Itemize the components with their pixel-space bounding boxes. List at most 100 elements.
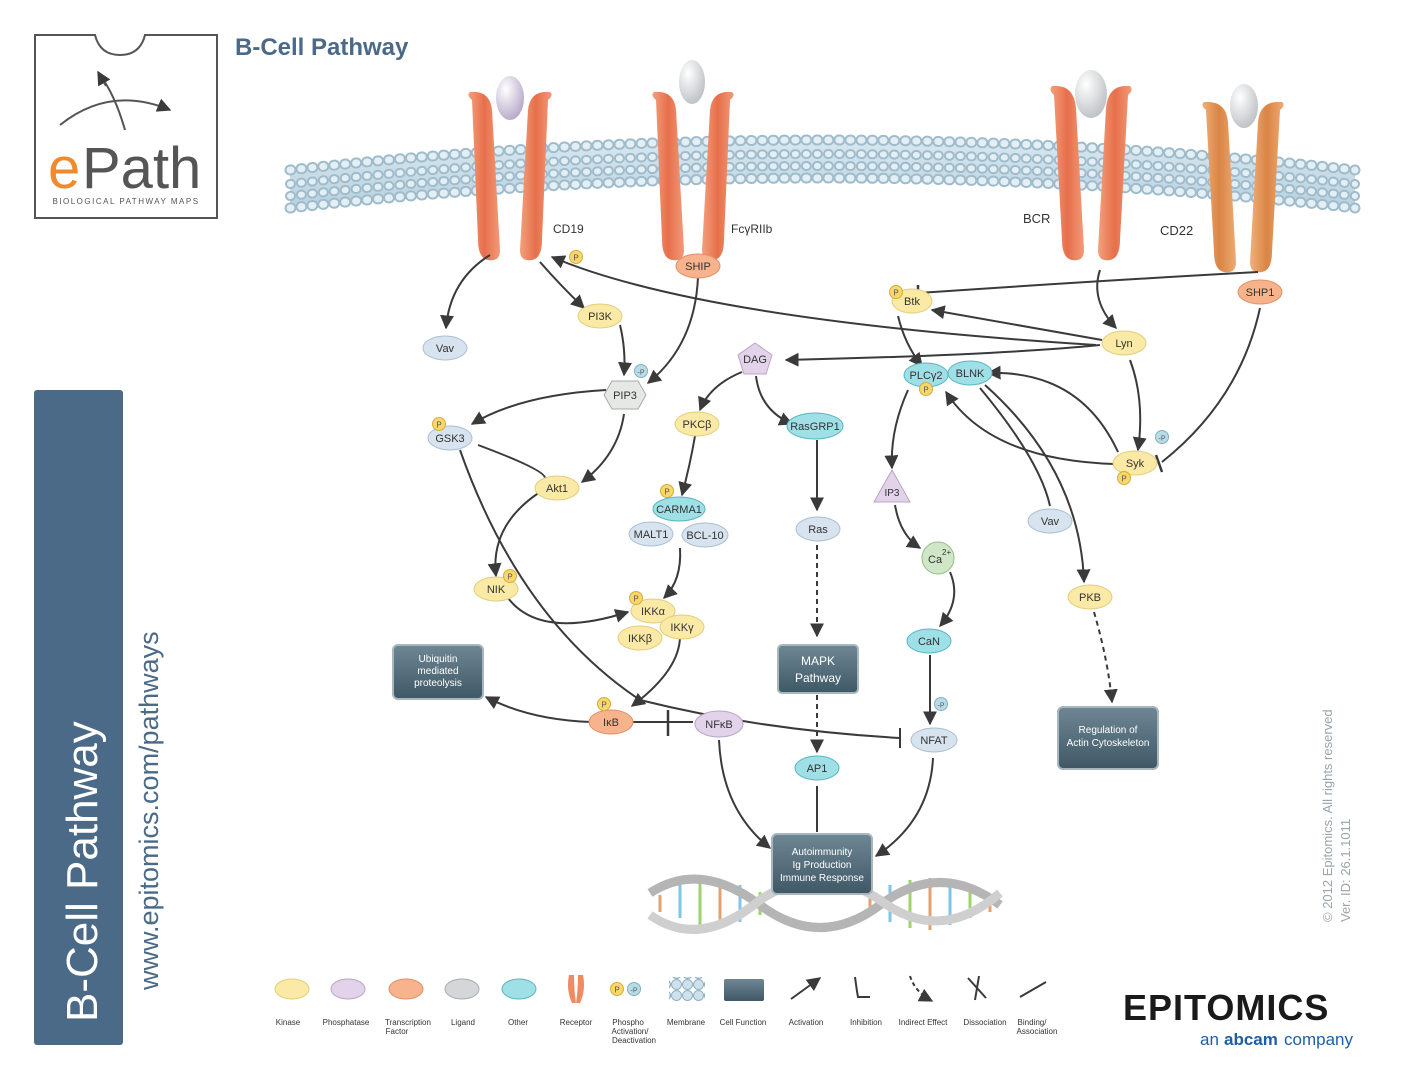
- svg-text:CaN: CaN: [918, 636, 940, 648]
- fcgr-receptor[interactable]: [652, 60, 734, 261]
- ip3-node[interactable]: IP3: [873, 468, 911, 503]
- epitomics-logo: EPITOMICS an abcam company: [1123, 987, 1353, 1049]
- company-name: EPITOMICS: [1123, 987, 1329, 1028]
- sidebar-panel: [34, 390, 123, 1045]
- phospho-markers: P P -P P P -P P P P P P -P: [432, 250, 1169, 711]
- logo-subtitle: BIOLOGICAL PATHWAY MAPS: [52, 197, 199, 206]
- nik-node[interactable]: NIK: [473, 576, 519, 602]
- legend-label-inhibition: Inhibition: [850, 1018, 882, 1027]
- legend-dissociation-icon: [967, 975, 987, 1001]
- dag-node[interactable]: DAG: [737, 342, 773, 375]
- svg-text:BCL-10: BCL-10: [686, 530, 723, 542]
- legend-binding-icon: [1019, 981, 1047, 998]
- svg-text:SHIP: SHIP: [685, 261, 711, 273]
- svg-text:Ca: Ca: [928, 554, 943, 566]
- carma1-node[interactable]: CARMA1: [652, 496, 706, 522]
- ras-node[interactable]: Ras: [795, 516, 841, 542]
- p-btk-marker: P: [889, 285, 903, 299]
- plcg2-node[interactable]: PLCγ2: [903, 362, 949, 388]
- blnk-node[interactable]: BLNK: [947, 360, 993, 386]
- mapk-box[interactable]: MAPK Pathway: [777, 644, 859, 694]
- legend-label-indirect-effect: Indirect Effect: [899, 1018, 949, 1027]
- bcl10-node[interactable]: BCL-10: [681, 522, 729, 548]
- p-gsk3-marker: P: [432, 417, 446, 431]
- legend-label-phospho: Phospho: [612, 1018, 644, 1027]
- svg-text:P: P: [893, 289, 898, 298]
- ubiquitin-box[interactable]: Ubiquitin mediated proteolysis: [392, 644, 484, 700]
- svg-text:Ras: Ras: [808, 524, 828, 536]
- tagline-brand: abcam: [1224, 1030, 1278, 1049]
- gsk3-node[interactable]: GSK3: [427, 425, 473, 451]
- can-node[interactable]: CaN: [906, 628, 952, 654]
- page-title: B-Cell Pathway: [235, 34, 409, 61]
- bcr-receptor[interactable]: [1050, 70, 1132, 261]
- mp-nfat-marker: -P: [934, 697, 948, 711]
- svg-text:mediated: mediated: [417, 666, 458, 677]
- p-nik-marker: P: [503, 569, 517, 583]
- ikka-node[interactable]: IKKα: [630, 598, 676, 624]
- svg-text:P: P: [601, 701, 606, 710]
- tagline-pre: an: [1200, 1030, 1219, 1049]
- legend-label-receptor: Receptor: [560, 1018, 593, 1027]
- svg-text:Actin Cytoskeleton: Actin Cytoskeleton: [1067, 738, 1150, 749]
- svg-text:PKCβ: PKCβ: [683, 419, 712, 431]
- ship-node[interactable]: SHIP: [675, 253, 721, 279]
- malt1-node[interactable]: MALT1: [628, 521, 674, 547]
- shp1-node[interactable]: SHP1: [1237, 279, 1283, 305]
- legend-phospho-icon: P -P: [610, 982, 641, 996]
- legend-label-activation: Activation: [789, 1018, 824, 1027]
- pip3-node[interactable]: PIP3: [603, 380, 647, 410]
- syk-node[interactable]: Syk: [1112, 450, 1158, 476]
- svg-text:-P: -P: [938, 703, 945, 710]
- lyn-node[interactable]: Lyn: [1101, 330, 1147, 356]
- legend-label-dissociation: Dissociation: [963, 1018, 1006, 1027]
- p-plcg2-marker: P: [919, 382, 933, 396]
- legend: P -P Kinase Phosphatase Transcription Fa…: [274, 975, 1057, 1045]
- ca-node[interactable]: Ca 2+: [921, 541, 955, 575]
- pi3k-node[interactable]: PI3K: [577, 303, 623, 329]
- logo-path: Path: [82, 136, 201, 201]
- akt1-node[interactable]: Akt1: [534, 475, 580, 501]
- nfkb-node[interactable]: NFκB: [694, 710, 744, 738]
- svg-text:-P: -P: [638, 370, 645, 377]
- svg-text:Immune Response: Immune Response: [780, 873, 864, 884]
- svg-text:P: P: [664, 488, 669, 497]
- pkcb-node[interactable]: PKCβ: [674, 411, 720, 437]
- svg-text:P: P: [1121, 475, 1126, 484]
- pkb-node[interactable]: PKB: [1067, 584, 1113, 610]
- svg-text:-P: -P: [631, 988, 638, 995]
- svg-text:Btk: Btk: [904, 296, 920, 308]
- logo-e: e: [48, 136, 80, 201]
- cd22-receptor[interactable]: [1202, 84, 1284, 273]
- svg-text:MAPK: MAPK: [801, 654, 835, 668]
- svg-text:proteolysis: proteolysis: [414, 678, 462, 689]
- actin-box[interactable]: Regulation of Actin Cytoskeleton: [1057, 706, 1159, 770]
- vav2-node[interactable]: Vav: [1027, 508, 1073, 534]
- pathway-edges: [440, 254, 1261, 857]
- svg-text:Autoimmunity: Autoimmunity: [792, 847, 853, 858]
- legend-other-icon: [501, 978, 537, 1000]
- ikb-node[interactable]: IκB: [588, 709, 634, 735]
- vav-node[interactable]: Vav: [422, 335, 468, 361]
- tagline-post: company: [1284, 1030, 1353, 1049]
- nfat-node[interactable]: NFAT: [910, 727, 958, 753]
- svg-text:Pathway: Pathway: [795, 671, 841, 685]
- svg-text:P: P: [507, 573, 512, 582]
- rasgrp1-node[interactable]: RasGRP1: [786, 412, 844, 440]
- cd19-receptor[interactable]: [468, 76, 552, 261]
- ikkg-node[interactable]: IKKγ: [659, 614, 705, 640]
- cell-membrane: [284, 134, 1361, 214]
- legend-ligand-icon: [444, 978, 480, 1000]
- legend-label-deactivation: Deactivation: [612, 1036, 656, 1045]
- ikkb-node[interactable]: IKKβ: [617, 625, 663, 651]
- legend-kinase-icon: [274, 978, 310, 1000]
- immune-response-box[interactable]: Autoimmunity Ig Production Immune Respon…: [771, 833, 873, 895]
- fcgr-label: FcγRIIb: [731, 222, 773, 236]
- svg-text:IKKβ: IKKβ: [628, 633, 652, 645]
- legend-cell-function-icon: [724, 979, 764, 1001]
- p-syk-marker: P: [1117, 471, 1131, 485]
- svg-text:DAG: DAG: [743, 354, 767, 366]
- svg-text:RasGRP1: RasGRP1: [790, 421, 840, 433]
- ap1-node[interactable]: AP1: [794, 755, 840, 781]
- svg-text:Vav: Vav: [436, 343, 455, 355]
